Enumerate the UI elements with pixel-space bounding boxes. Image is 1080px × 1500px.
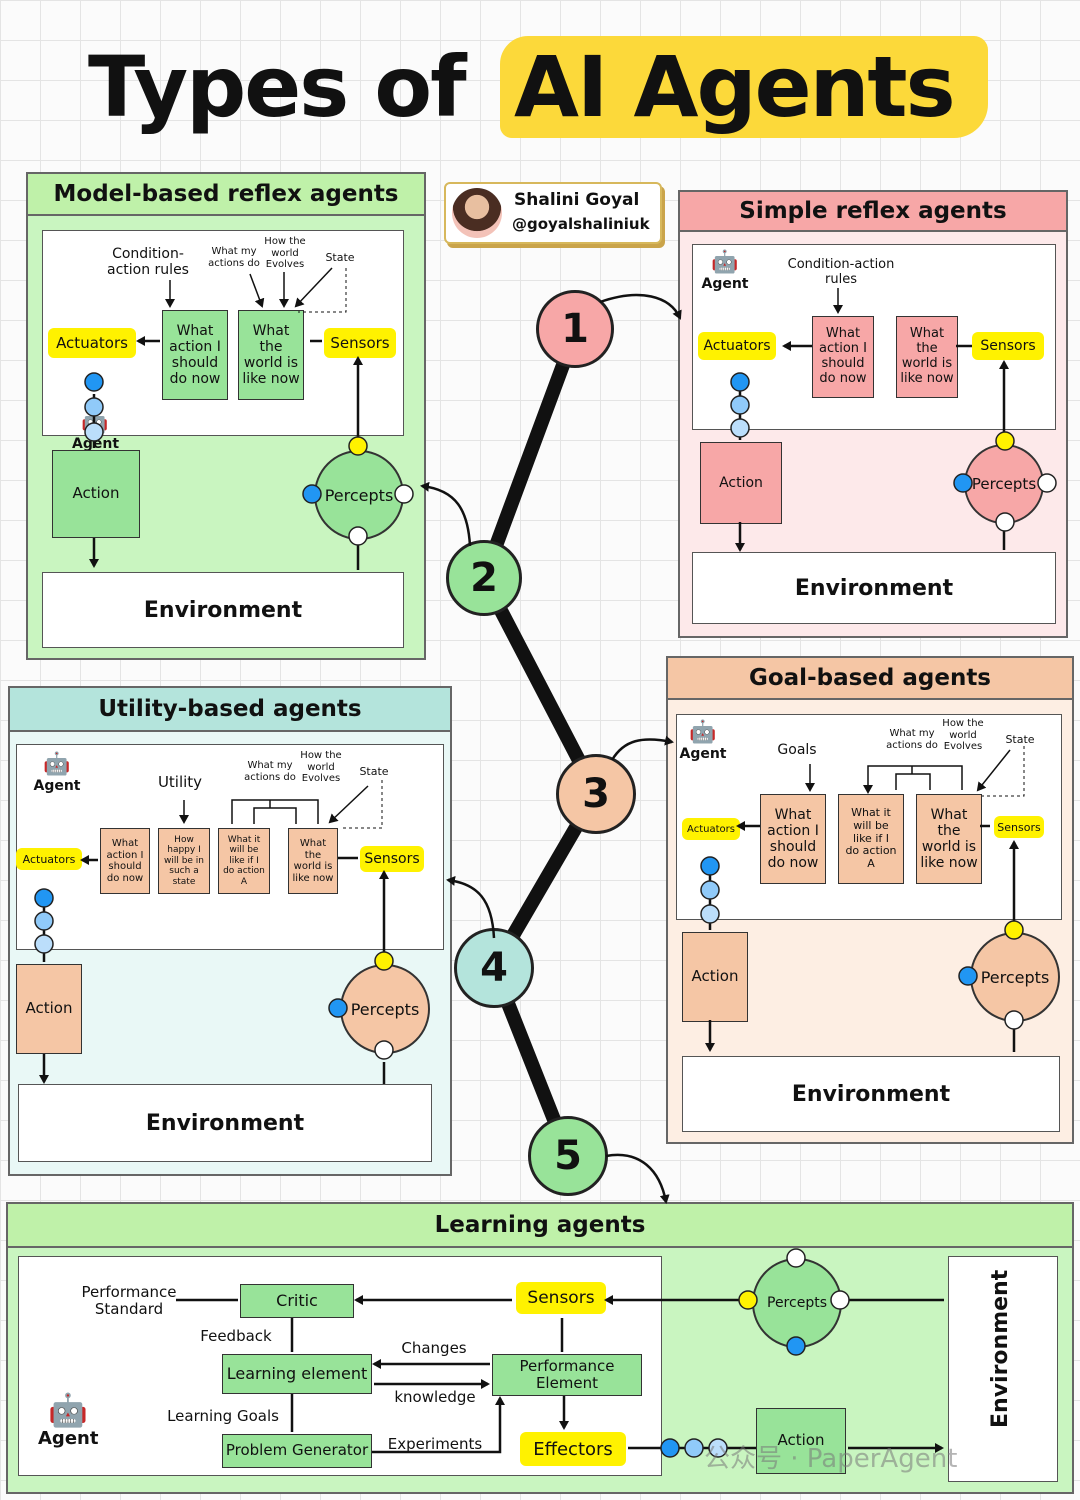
actuators-label: Actuators: [698, 332, 776, 360]
sensors-label: Sensors: [324, 328, 396, 358]
environment-box: Environment: [42, 572, 404, 648]
learning-goals-label: Learning Goals: [167, 1407, 279, 1425]
agent-label: Agent: [38, 1428, 99, 1449]
number-2-circle[interactable]: 2: [446, 540, 522, 616]
number-5-circle[interactable]: 5: [528, 1116, 608, 1196]
percepts-circle: Percepts: [964, 444, 1044, 524]
percepts-circle: Percepts: [970, 932, 1060, 1022]
learning-action-box: Action: [756, 1408, 846, 1474]
author-handle: @goyalshaliniuk: [512, 215, 650, 233]
what-action-box: What action I should do now: [162, 310, 228, 400]
learning-environment-box: [948, 1256, 1058, 1482]
condition-rules-label: Condition-action rules: [787, 257, 895, 287]
world-now-box: What the world is like now: [916, 794, 982, 884]
robot-icon: 🤖: [711, 250, 739, 275]
utility-title: Utility-based agents: [10, 688, 450, 732]
author-badge[interactable]: Shalini Goyal @goyalshaliniuk: [444, 182, 662, 244]
agent-label: Agent: [72, 436, 120, 452]
state-label: State: [359, 765, 389, 778]
simple-reflex-title: Simple reflex agents: [680, 192, 1066, 232]
action-box: Action: [52, 450, 140, 538]
what-actions-do-label: What my actions do: [244, 760, 296, 783]
agent-label: Agent: [33, 778, 81, 794]
condition-rules-label: Condition- action rules: [107, 246, 189, 279]
goal-based-panel: Goal-based agents 🤖 Agent Goals What my …: [666, 656, 1074, 1144]
title-highlight: [500, 36, 988, 138]
percepts-circle: Percepts: [340, 964, 430, 1054]
agent-label: Agent: [701, 276, 749, 292]
sensors-label: Sensors: [994, 816, 1044, 838]
robot-icon: 🤖: [43, 752, 71, 777]
watermark: 公众号 · PaperAgent: [704, 1444, 958, 1474]
what-action-box: What action I should do now: [760, 794, 826, 884]
learning-agent: 🤖 Agent: [38, 1392, 98, 1449]
learning-panel: Learning agents Environment 🤖 Agent Perf…: [6, 1202, 1074, 1494]
simple-reflex-agent: 🤖 Agent: [700, 250, 750, 292]
experiments-label: Experiments: [387, 1435, 483, 1453]
what-action-box: What action I should do now: [100, 828, 150, 894]
robot-icon: 🤖: [689, 720, 717, 745]
what-action-box: What action I should do now: [812, 316, 874, 398]
world-now-box: What the world is like now: [896, 316, 958, 398]
knowledge-label: knowledge: [394, 1388, 476, 1406]
model-based-title: Model-based reflex agents: [28, 174, 424, 216]
sensors-label: Sensors: [360, 846, 424, 872]
percepts-circle: Percepts: [314, 450, 404, 540]
effectors-label: Effectors: [520, 1432, 626, 1466]
learning-element-box: Learning element: [222, 1354, 372, 1394]
title-part1: Types of: [88, 38, 467, 136]
utility-panel: Utility-based agents 🤖 Agent Utility Wha…: [8, 686, 452, 1176]
model-based-agent: 🤖 Agent: [72, 410, 120, 452]
environment-box: Environment: [18, 1084, 432, 1162]
what-actions-do-label: What my actions do: [208, 246, 260, 269]
robot-icon: 🤖: [48, 1391, 88, 1429]
action-box: Action: [682, 932, 748, 1022]
environment-box: Environment: [692, 552, 1056, 624]
actuators-label: Actuators: [16, 848, 82, 870]
number-4-circle[interactable]: 4: [454, 928, 534, 1008]
author-avatar: [452, 188, 502, 238]
number-3-circle[interactable]: 3: [556, 754, 636, 834]
how-happy-box: How happy I will be in such a state: [158, 828, 210, 894]
world-now-box: What the world is like now: [288, 828, 338, 894]
world-now-box: What the world is like now: [238, 310, 304, 400]
performance-standard-label: Performance Standard: [81, 1283, 177, 1319]
state-label: State: [325, 251, 355, 264]
critic-box: Critic: [240, 1284, 354, 1318]
environment-box: Environment: [682, 1056, 1060, 1132]
feedback-label: Feedback: [200, 1327, 272, 1345]
actuators-label: Actuators: [48, 328, 136, 358]
learning-title: Learning agents: [8, 1204, 1072, 1248]
goal-based-agent: 🤖 Agent: [678, 720, 728, 762]
author-name: Shalini Goyal: [514, 190, 640, 210]
learning-environment-label: Environment: [988, 1269, 1013, 1428]
learning-sensors-label: Sensors: [516, 1282, 606, 1314]
problem-generator-box: Problem Generator: [222, 1434, 372, 1468]
what-actions-do-label: What my actions do: [886, 728, 938, 751]
learning-percepts-circle: Percepts: [752, 1258, 842, 1348]
goals-label: Goals: [777, 742, 817, 758]
utility-agent: 🤖 Agent: [32, 752, 82, 794]
how-world-evolves-label: How the world Evolves: [300, 750, 342, 784]
model-based-panel: Model-based reflex agents 🤖 Agent Condit…: [26, 172, 426, 660]
utility-label: Utility: [157, 773, 203, 791]
goal-based-title: Goal-based agents: [668, 658, 1072, 700]
will-be-box: What it will be like if I do action A: [838, 794, 904, 884]
number-1-circle[interactable]: 1: [536, 290, 614, 368]
will-be-box: What it will be like if I do action A: [218, 828, 270, 894]
simple-reflex-panel: Simple reflex agents 🤖 Agent Condition-a…: [678, 190, 1068, 638]
how-world-evolves-label: How the world Evolves: [942, 718, 984, 752]
action-box: Action: [700, 442, 782, 524]
title-part2: AI Agents: [514, 38, 956, 136]
state-label: State: [1005, 733, 1035, 746]
action-box: Action: [16, 964, 82, 1054]
agent-label: Agent: [679, 746, 727, 762]
page-title: Types of AI Agents: [0, 30, 1080, 140]
performance-element-box: Performance Element: [492, 1354, 642, 1396]
actuators-label: Actuators: [682, 818, 740, 840]
how-world-evolves-label: How the world Evolves: [264, 236, 306, 270]
sensors-label: Sensors: [972, 332, 1044, 360]
robot-icon: 🤖: [81, 410, 109, 435]
changes-label: Changes: [401, 1339, 467, 1357]
